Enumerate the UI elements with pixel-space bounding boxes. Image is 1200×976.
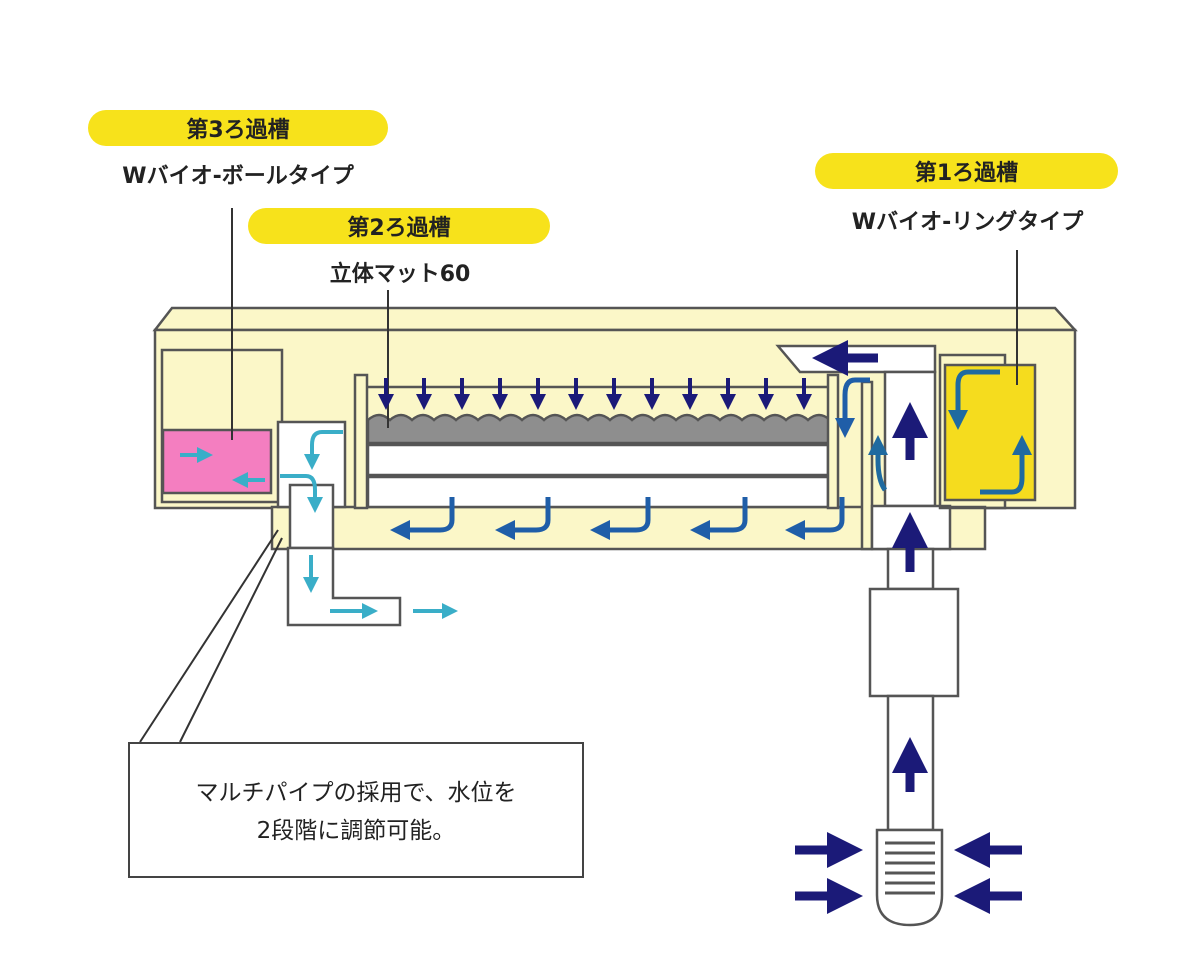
callout-line-1: マルチパイプの採用で、水位を — [195, 780, 517, 806]
mat-tray-2 — [366, 475, 830, 509]
pump-box — [868, 587, 960, 698]
callout-tail-1 — [139, 529, 279, 743]
tank3-media — [161, 428, 273, 495]
tank1-arrows — [868, 369, 1032, 495]
strainer-slots — [885, 841, 935, 895]
tank3-label: 第3ろ過槽 — [88, 110, 388, 146]
multi-pipe-callout: マルチパイプの採用で、水位を 2段階に調節可能。 — [128, 742, 584, 878]
tank2-media-label: 立体マット60 — [329, 262, 471, 287]
riser-arrows — [795, 340, 1022, 914]
callout-tail-2 — [179, 537, 283, 743]
callout-line-2: 2段階に調節可能。 — [256, 818, 456, 844]
outlet-elbow — [286, 546, 402, 627]
tank2-label: 第2ろ過槽 — [248, 208, 550, 244]
tank1-label: 第1ろ過槽 — [815, 153, 1118, 189]
mat-down-arrows — [378, 378, 812, 410]
housing-top — [152, 306, 1078, 332]
tank3-media-label: Wバイオ-ボールタイプ — [122, 164, 354, 189]
outlet-arrows — [180, 430, 458, 619]
tank1-media-label: Wバイオ-リングタイプ — [851, 210, 1084, 235]
multi-pipe — [288, 483, 335, 550]
mat-sponge — [366, 413, 832, 445]
channel-arrows — [390, 377, 870, 540]
mat-tray-1 — [366, 443, 830, 477]
